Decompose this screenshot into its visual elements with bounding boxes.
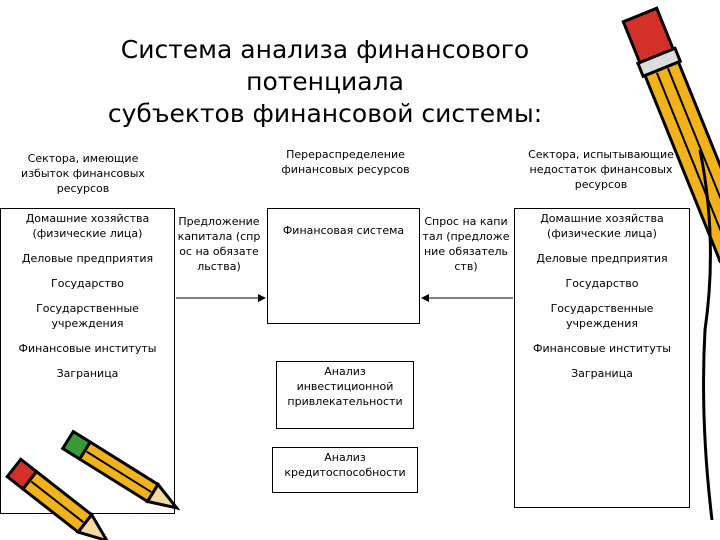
flow-arrows <box>0 0 720 540</box>
